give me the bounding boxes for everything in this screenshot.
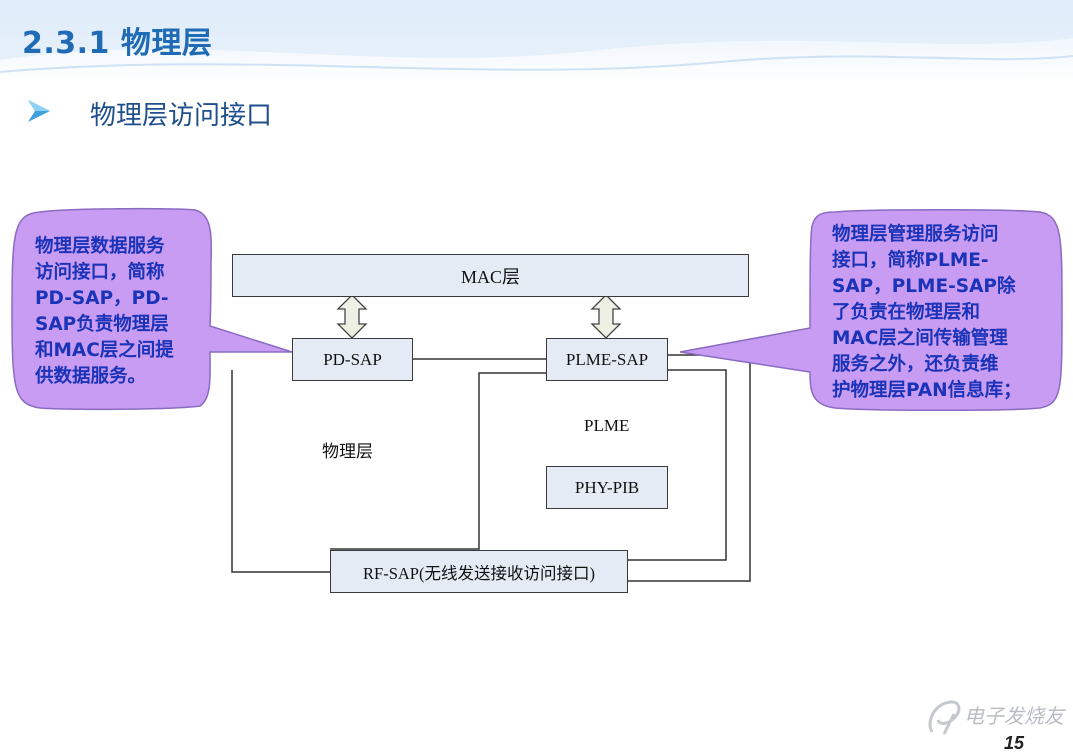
slide-title: 2.3.1 物理层 <box>22 26 213 61</box>
page-number: 15 <box>1004 733 1025 753</box>
right-callout-line: MAC层之间传输管理 <box>832 328 1008 349</box>
header-wave-decoration <box>0 0 1073 73</box>
left-callout-bubble <box>11 207 293 411</box>
left-callout-line: PD-SAP，PD- <box>35 288 169 309</box>
pd-sap-box: PD-SAP <box>292 338 413 381</box>
phy-layer-label: 物理层 <box>322 442 373 462</box>
plme-sap-double-arrow-icon <box>590 294 622 339</box>
phy-pib-box: PHY-PIB <box>546 466 668 509</box>
right-callout-line: 护物理层PAN信息库； <box>832 380 1022 401</box>
left-callout-line: 供数据服务。 <box>35 366 147 387</box>
right-callout-bubble <box>679 209 1063 411</box>
arrow-bullet-icon <box>28 100 50 122</box>
plme-sap-box: PLME-SAP <box>546 338 668 381</box>
phy-layer-frame-left <box>231 370 330 573</box>
plme-frame-right <box>628 369 727 561</box>
watermark-text: 电子发烧友 <box>964 704 1064 728</box>
plme-frame-left <box>330 372 546 550</box>
left-callout-text: 物理层数据服务 访问接口，简称 PD-SAP，PD- SAP负责物理层 和MAC… <box>35 234 174 390</box>
rf-sap-box: RF-SAP(无线发送接收访问接口) <box>330 550 628 593</box>
right-callout-line: 了负责在物理层和 <box>832 302 981 323</box>
right-callout-line: 物理层管理服务访问 <box>832 224 999 245</box>
bullet-heading: 物理层访问接口 <box>90 101 273 131</box>
watermark-logo-icon <box>928 700 961 735</box>
right-callout-text: 物理层管理服务访问 接口，简称PLME- SAP，PLME-SAP除 了负责在物… <box>832 222 1022 404</box>
header-band <box>0 0 1073 84</box>
mac-layer-box: MAC层 <box>232 254 749 297</box>
left-callout-line: 物理层数据服务 <box>35 236 165 257</box>
plme-label: PLME <box>584 416 630 435</box>
right-callout-line: SAP，PLME-SAP除 <box>832 276 1016 297</box>
pd-sap-double-arrow-icon <box>336 294 368 339</box>
right-callout-line: 接口，简称PLME- <box>832 250 989 271</box>
right-callout-line: 服务之外，还负责维 <box>832 354 999 375</box>
left-callout-line: SAP负责物理层 <box>35 314 169 335</box>
left-callout-line: 访问接口，简称 <box>35 262 165 283</box>
left-callout-line: 和MAC层之间提 <box>35 340 174 361</box>
